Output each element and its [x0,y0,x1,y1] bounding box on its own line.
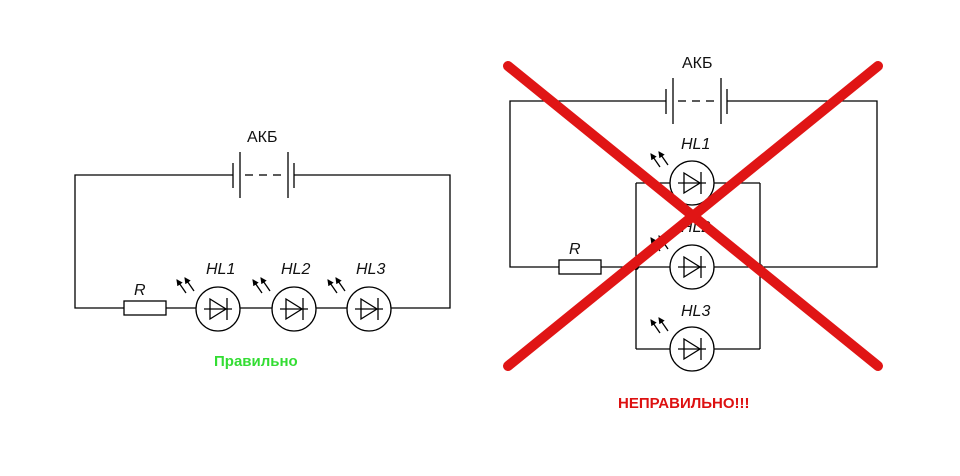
red-cross-mark [503,61,883,371]
battery-label: АКБ [682,55,713,72]
led-hl1 [176,277,241,332]
battery-symbol [665,78,728,124]
led-hl1 [650,151,715,206]
resistor-symbol [558,259,602,275]
led-hl2 [252,277,317,332]
led-label-hl1: HL1 [681,136,710,153]
led-label-hl3: HL3 [681,303,710,320]
caption-incorrect: НЕПРАВИЛЬНО!!! [618,395,750,412]
wire-loop [74,174,451,309]
led-label-hl2: HL2 [281,261,310,278]
led-label-hl3: HL3 [356,261,385,278]
led-hl3 [650,317,715,372]
correct-schematic: АКБ R HL1 HL2 [74,129,451,370]
resistor-label: R [134,282,146,299]
wire-outer-loop [509,100,878,268]
led-hl3 [327,277,392,332]
led-label-hl1: HL1 [206,261,235,278]
battery-label: АКБ [247,129,278,146]
resistor-symbol [123,300,167,316]
incorrect-schematic: АКБ R HL1 HL2 [503,55,883,412]
battery-symbol [232,152,295,198]
caption-correct: Правильно [214,353,298,370]
resistor-label: R [569,241,581,258]
